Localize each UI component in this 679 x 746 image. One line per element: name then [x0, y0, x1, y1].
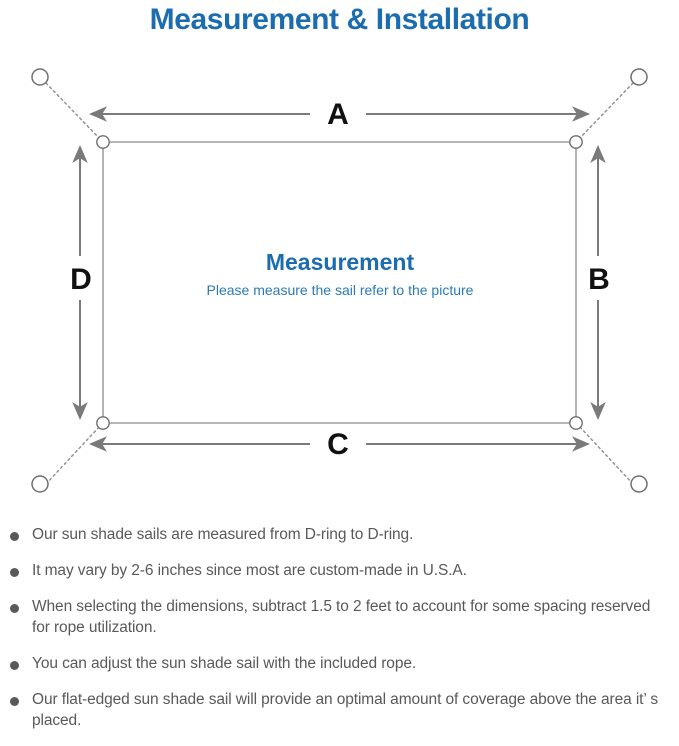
anchor-circle-bottom-right	[630, 475, 648, 493]
bullet-icon	[10, 697, 19, 706]
list-item: You can adjust the sun shade sail with t…	[0, 653, 679, 674]
d-rings	[96, 135, 583, 430]
diagram-canvas: A C D B Measurement Please measure the s…	[31, 68, 648, 493]
d-ring-bottom-left	[96, 416, 110, 430]
notes-list: Our sun shade sails are measured from D-…	[0, 524, 679, 746]
diagram-center-heading: Measurement	[266, 249, 415, 275]
dimension-label-c: C	[327, 428, 349, 461]
dimension-label-a: A	[327, 98, 349, 131]
list-item-text: Our flat-edged sun shade sail will provi…	[32, 691, 658, 729]
d-ring-top-right	[569, 135, 583, 149]
rope-bottom-left	[45, 425, 101, 485]
dimension-label-b: B	[588, 263, 610, 296]
sail-body	[102, 141, 577, 424]
rope-lines	[45, 82, 634, 485]
anchor-circle-top-right	[630, 68, 648, 86]
anchor-circle-top-left	[31, 68, 49, 86]
shade-sail-diagram: A C D B Measurement Please measure the s…	[0, 44, 679, 514]
bullet-icon	[10, 661, 19, 670]
d-ring-bottom-right	[569, 416, 583, 430]
list-item: Our sun shade sails are measured from D-…	[0, 524, 679, 545]
bullet-icon	[10, 604, 19, 613]
anchor-points	[31, 68, 648, 493]
anchor-circle-bottom-left	[31, 475, 49, 493]
rope-bottom-right	[578, 425, 634, 485]
list-item: Our flat-edged sun shade sail will provi…	[0, 689, 679, 731]
list-item: When selecting the dimensions, subtract …	[0, 596, 679, 638]
dimension-label-d: D	[70, 263, 92, 296]
list-item-text: It may vary by 2-6 inches since most are…	[32, 562, 467, 579]
list-item: It may vary by 2-6 inches since most are…	[0, 560, 679, 581]
rope-top-left	[45, 82, 101, 140]
list-item-text: Our sun shade sails are measured from D-…	[32, 526, 414, 543]
d-ring-top-left	[96, 135, 110, 149]
list-item-text: You can adjust the sun shade sail with t…	[32, 655, 417, 672]
list-item-text: When selecting the dimensions, subtract …	[32, 598, 651, 636]
bullet-icon	[10, 532, 19, 541]
diagram-center-subheading: Please measure the sail refer to the pic…	[207, 282, 474, 298]
page-title: Measurement & Installation	[149, 3, 530, 36]
bullet-icon	[10, 568, 19, 577]
rope-top-right	[578, 82, 634, 140]
